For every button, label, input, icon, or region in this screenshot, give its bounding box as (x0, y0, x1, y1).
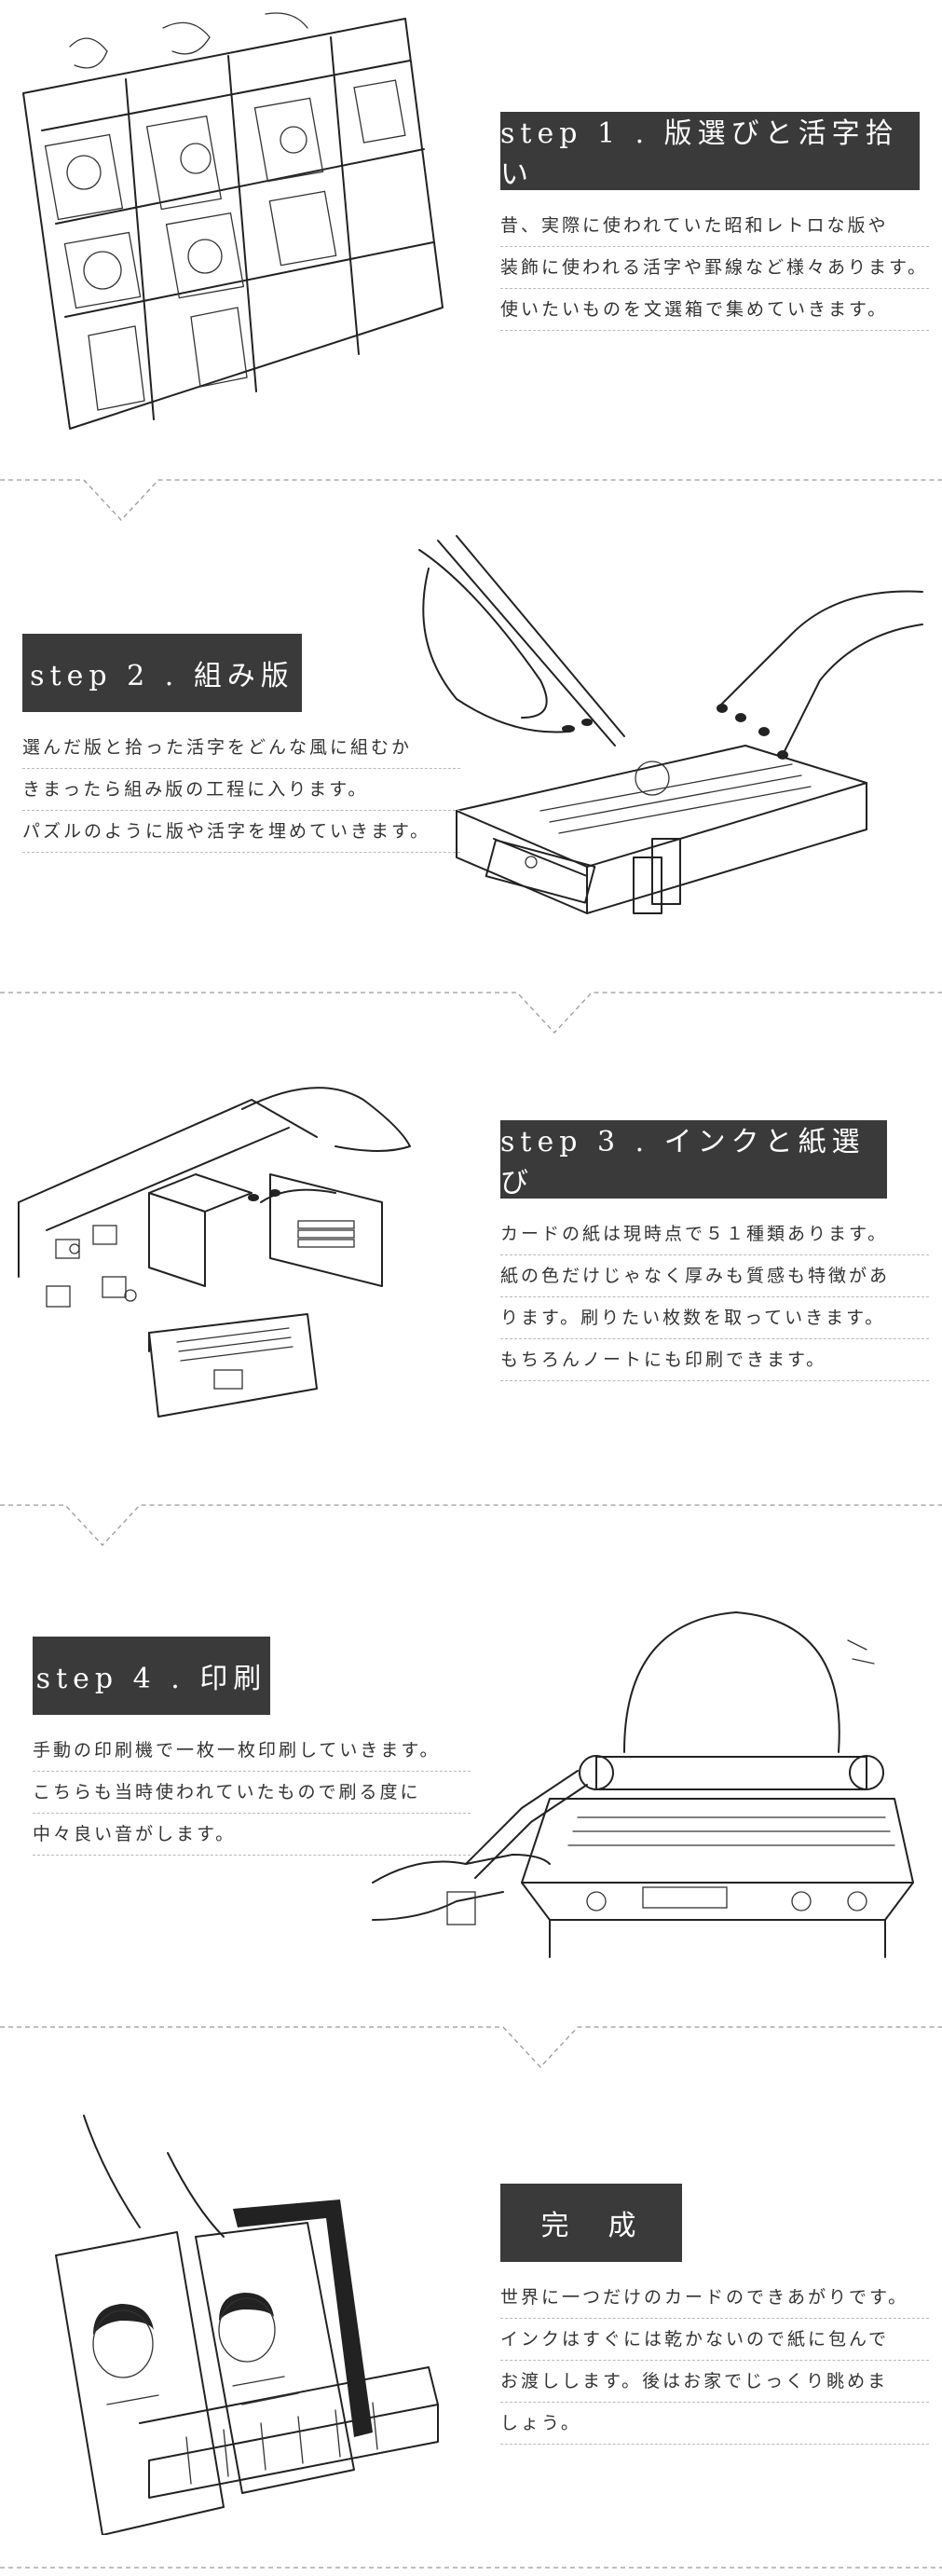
complete-section: 完 成 世界に一つだけのカードのできあがりです。 インクはすぐには乾かないので紙… (0, 2078, 942, 2554)
step-1-description: 昔、実際に使われていた昭和レトロな版や 装飾に使われる活字や罫線など様々あります… (500, 205, 929, 331)
step-4-line: こちらも当時使われていたもので刷る度に (33, 1772, 471, 1814)
step-3-line: ります。刷りたい枚数を取っていきます。 (500, 1297, 929, 1339)
step-3-description: カードの紙は現時点で５１種類あります。 紙の色だけじゃなく厚みも質感も特徴があ … (500, 1213, 929, 1381)
step-2-label: step 2 . 組み版 (22, 634, 302, 712)
step-1-section: step 1 . 版選びと活字拾い 昔、実際に使われていた昭和レトロな版や 装飾… (0, 0, 942, 475)
step-1-line: 使いたいものを文選箱で集めていきます。 (500, 289, 929, 331)
step-2-section: step 2 . 組み版 選んだ版と拾った活字をどんな風に組むか きまったら組み… (0, 531, 942, 988)
section-divider (0, 1500, 942, 1556)
step-1-label: step 1 . 版選びと活字拾い (500, 112, 920, 191)
complete-line: インクはすぐには乾かないので紙に包んで (500, 2319, 929, 2361)
complete-line: 世界に一つだけのカードのできあがりです。 (500, 2277, 929, 2319)
step-4-description: 手動の印刷機で一枚一枚印刷していきます。 こちらも当時使われていたもので刷る度に… (33, 1730, 471, 1856)
complete-line: しょう。 (500, 2403, 929, 2445)
section-divider (0, 2022, 942, 2078)
step-3-line: カードの紙は現時点で５１種類あります。 (500, 1213, 929, 1255)
step-3-label: step 3 . インクと紙選び (500, 1120, 887, 1199)
complete-description: 世界に一つだけのカードのできあがりです。 インクはすぐには乾かないので紙に包んで… (500, 2277, 929, 2445)
type-case-shelf-illustration (14, 9, 452, 438)
section-divider (0, 988, 942, 1044)
step-2-line: きまったら組み版の工程に入ります。 (22, 769, 460, 811)
finished-cards-illustration (19, 2097, 457, 2535)
step-3-line: 紙の色だけじゃなく厚みも質感も特徴があ (500, 1255, 929, 1297)
step-4-line: 手動の印刷機で一枚一枚印刷していきます。 (33, 1730, 471, 1772)
step-2-description: 選んだ版と拾った活字をどんな風に組むか きまったら組み版の工程に入ります。 パズ… (22, 727, 460, 853)
hand-press-illustration (363, 1584, 922, 2004)
step-2-line: 選んだ版と拾った活字をどんな風に組むか (22, 727, 460, 769)
step-4-label: step 4 . 印刷 (33, 1637, 270, 1715)
composing-type-hands-illustration (401, 531, 936, 932)
step-2-line: パズルのように版や活字を埋めていきます。 (22, 811, 460, 853)
step-4-section: step 4 . 印刷 手動の印刷機で一枚一枚印刷していきます。 こちらも当時使… (0, 1556, 942, 2022)
complete-line: お渡しします。後はお家でじっくり眺めま (500, 2361, 929, 2403)
section-divider (0, 475, 942, 531)
bottom-divider (0, 2563, 942, 2572)
step-3-section: step 3 . インクと紙選び カードの紙は現時点で５１種類あります。 紙の色… (0, 1044, 942, 1500)
complete-label: 完 成 (500, 2184, 682, 2262)
step-3-line: もちろんノートにも印刷できます。 (500, 1339, 929, 1381)
step-1-line: 昔、実際に使われていた昭和レトロな版や (500, 205, 929, 247)
step-4-line: 中々良い音がします。 (33, 1814, 471, 1856)
paper-drawers-illustration (9, 1044, 494, 1454)
step-1-line: 装飾に使われる活字や罫線など様々あります。 (500, 247, 929, 289)
